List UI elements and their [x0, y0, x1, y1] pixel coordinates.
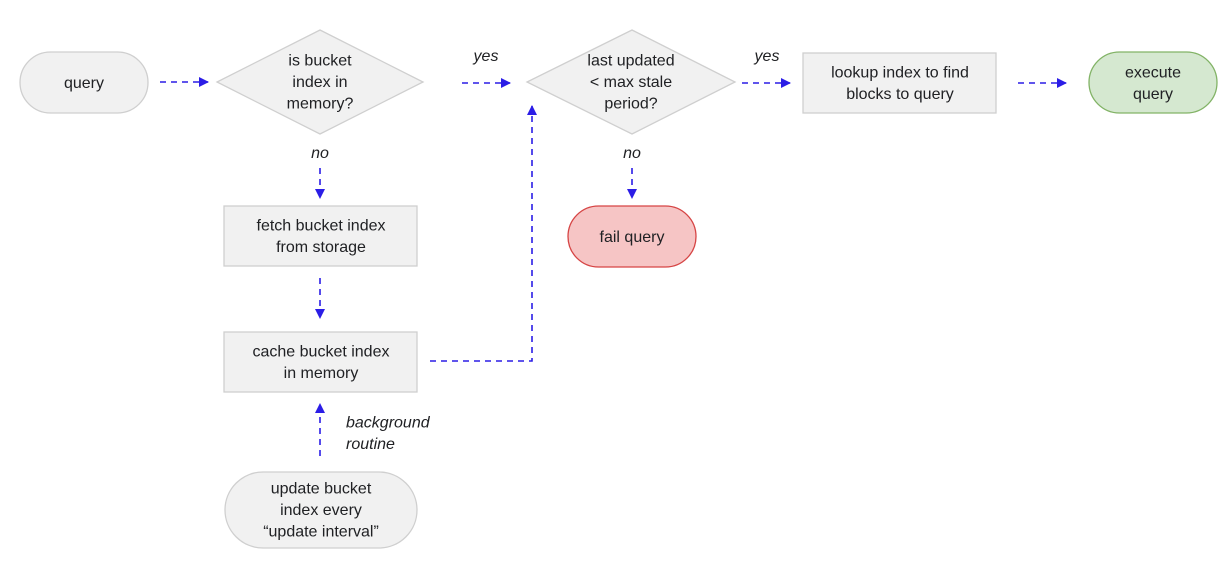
- node-execute-query: execute query: [1088, 51, 1218, 114]
- arrow-cache-to-stale-check: [430, 105, 537, 362]
- node-update-bucket-index-text: update bucket index every “update interval…: [263, 481, 379, 541]
- text-line: is bucket: [288, 53, 352, 70]
- decision-last-updated-stale: last updated < max stale period?: [525, 29, 737, 135]
- text-line: update bucket: [271, 481, 372, 498]
- text-line: execute: [1125, 64, 1181, 81]
- edge-label-memory-no: no: [311, 145, 329, 162]
- node-fetch-bucket-index: fetch bucket index from storage: [223, 205, 418, 267]
- text-line: < max stale: [590, 74, 672, 91]
- text-line: memory?: [287, 96, 354, 113]
- text-line: cache bucket index: [253, 343, 390, 360]
- edge-label-stale-no: no: [623, 145, 641, 162]
- node-cache-bucket-index-text: cache bucket index in memory: [253, 343, 390, 382]
- text-line: “update interval”: [263, 524, 379, 541]
- text-line: background: [346, 414, 431, 431]
- node-lookup-index: lookup index to find blocks to query: [802, 52, 997, 114]
- connectors: [160, 77, 1067, 456]
- node-query: query: [19, 51, 149, 114]
- node-fail-query-text: fail query: [600, 229, 665, 246]
- edge-label-stale-yes: yes: [754, 48, 780, 65]
- node-execute-query-text: execute query: [1125, 64, 1181, 103]
- text-line: query: [1133, 86, 1173, 103]
- text-line: last updated: [587, 53, 674, 70]
- edge-label-memory-yes: yes: [473, 48, 499, 65]
- text-line: index in: [292, 74, 347, 91]
- text-line: index every: [280, 502, 362, 519]
- node-fetch-bucket-index-text: fetch bucket index from storage: [257, 217, 386, 256]
- decision-bucket-index-in-memory-text: is bucket index in memory?: [287, 53, 354, 113]
- text-line: fail query: [600, 229, 665, 246]
- text-line: fetch bucket index: [257, 217, 386, 234]
- node-query-text: query: [64, 75, 104, 92]
- text-line: period?: [604, 96, 657, 113]
- text-line: blocks to query: [846, 86, 954, 103]
- text-line: in memory: [284, 365, 359, 382]
- text-line: from storage: [276, 239, 366, 256]
- node-cache-bucket-index: cache bucket index in memory: [223, 331, 418, 393]
- text-line: routine: [346, 436, 395, 453]
- node-lookup-index-text: lookup index to find blocks to query: [831, 64, 969, 103]
- decision-last-updated-stale-text: last updated < max stale period?: [587, 53, 674, 113]
- text-line: lookup index to find: [831, 64, 969, 81]
- node-fail-query: fail query: [567, 205, 697, 268]
- decision-bucket-index-in-memory: is bucket index in memory?: [215, 29, 425, 135]
- text-line: query: [64, 75, 104, 92]
- node-update-bucket-index: update bucket index every “update interval…: [224, 471, 418, 549]
- edge-label-background-routine: background routine: [346, 414, 431, 453]
